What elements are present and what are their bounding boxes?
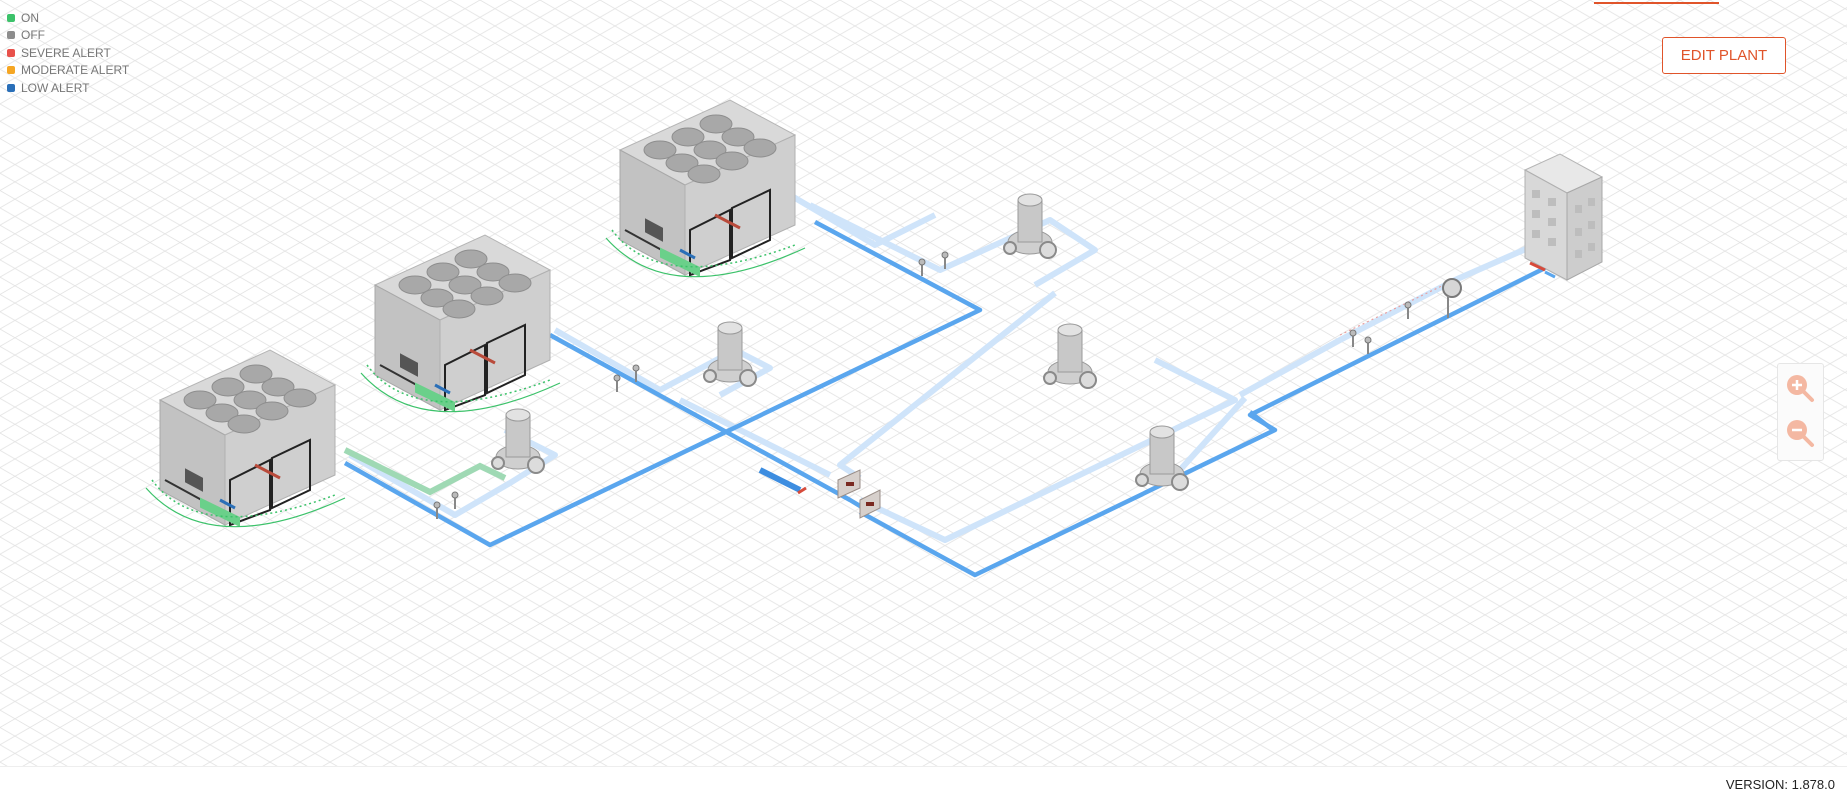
plant-canvas[interactable] [0, 0, 1847, 766]
zoom-in-button[interactable] [1782, 370, 1819, 407]
legend-item-severe-alert: SEVERE ALERT [7, 44, 129, 62]
status-dot [7, 83, 15, 92]
zoom-out-button[interactable] [1782, 415, 1819, 452]
status-legend: ON OFF SEVERE ALERT MODERATE ALERT LOW A… [7, 9, 129, 97]
status-dot [7, 31, 15, 40]
legend-label: OFF [21, 28, 45, 43]
active-pipe [343, 447, 507, 496]
zoom-in-icon [1787, 375, 1814, 402]
edit-plant-button[interactable]: EDIT PLANT [1662, 37, 1786, 74]
status-dot [7, 48, 15, 57]
legend-label: SEVERE ALERT [21, 45, 111, 60]
building[interactable] [1523, 153, 1604, 281]
legend-label: MODERATE ALERT [21, 63, 130, 78]
status-dot [7, 13, 15, 22]
zoom-out-icon [1787, 420, 1814, 447]
zoom-controls [1777, 363, 1824, 461]
flow-meter[interactable] [1442, 278, 1462, 318]
version-label: VERSION: 1.878.0 [1725, 777, 1835, 792]
legend-item-off: OFF [7, 27, 129, 45]
legend-label: ON [21, 10, 39, 25]
footer: VERSION: 1.878.0 [0, 766, 1847, 794]
legend-item-low-alert: LOW ALERT [7, 79, 129, 97]
legend-label: LOW ALERT [21, 80, 90, 95]
active-tab-indicator [1594, 2, 1719, 4]
legend-item-on: ON [7, 9, 129, 27]
valve-icon [797, 486, 807, 495]
heat-exchanger[interactable] [837, 469, 881, 519]
status-dot [7, 66, 15, 75]
legend-item-moderate-alert: MODERATE ALERT [7, 62, 129, 80]
plant-diagram[interactable] [0, 0, 1847, 766]
